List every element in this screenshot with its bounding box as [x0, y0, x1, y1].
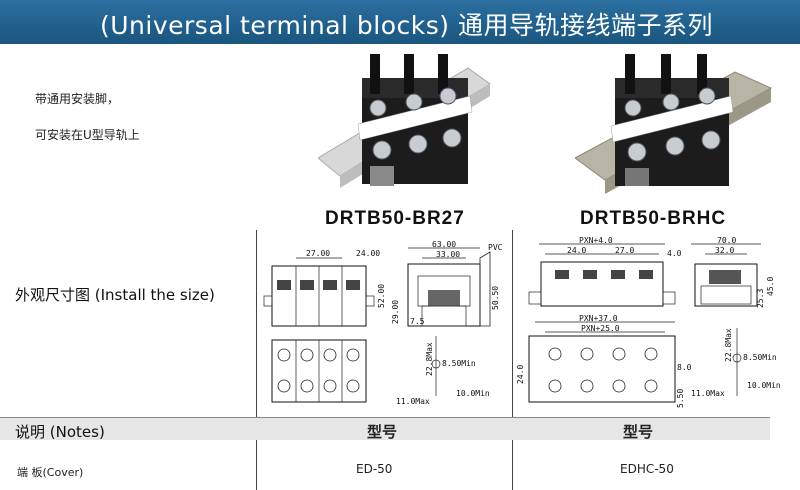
dim-bottom-min: 10.0Min — [456, 389, 490, 398]
model-title-brhc: DRTB50-BRHC — [580, 208, 727, 229]
feature-rail: 可安装在U型导轨上 — [35, 128, 140, 142]
label-pvc: PVC — [488, 243, 503, 252]
dim-hmax-r: 22.8Max — [724, 328, 733, 362]
model-title-br27: DRTB50-BR27 — [325, 208, 465, 229]
notes-row-label: 说明 (Notes) — [15, 423, 105, 441]
dim-small: 7.5 — [410, 317, 425, 326]
dim-width: 63.00 — [432, 240, 456, 249]
dim-45: 45.0 — [766, 277, 775, 296]
type-header-left: 型号 — [367, 423, 398, 441]
cover-row-label: 端 板(Cover) — [17, 466, 84, 479]
dim-h2: 29.00 — [391, 300, 400, 324]
notes-row-band — [0, 418, 770, 440]
dim-inner: 33.00 — [436, 250, 460, 259]
dim-70: 70.0 — [717, 236, 736, 245]
feature-mount-feet: 带通用安装脚， — [35, 92, 120, 106]
dim-550: 5.50 — [676, 389, 685, 408]
dim-bottom-max-r: 11.0Max — [691, 389, 725, 398]
dim-32: 32.0 — [715, 246, 734, 255]
dim-27: 27.0 — [615, 246, 634, 255]
header-banner: (Universal terminal blocks) 通用导轨接线端子系列 — [0, 0, 800, 44]
cover-value-brhc: EDHC-50 — [620, 462, 674, 476]
dim-pxn25: PXN+25.0 — [581, 324, 620, 333]
dim-24-side: 24.0 — [516, 365, 525, 384]
type-header-right: 型号 — [623, 423, 654, 441]
dim-pxn4: PXN+4.0 — [579, 236, 613, 245]
product-photo-brhc — [575, 54, 773, 194]
banner-title: (Universal terminal blocks) 通用导轨接线端子系列 — [100, 11, 713, 40]
dim-bottom-max: 11.0Max — [396, 397, 430, 406]
dim-hole-r: 8.50Min — [743, 353, 777, 362]
dim-hole-height: 22.8Max — [425, 342, 434, 376]
cover-value-br27: ED-50 — [356, 462, 393, 476]
row-divider — [0, 417, 770, 418]
dim-h1: 52.00 — [377, 284, 386, 308]
dim-bottom-min-r: 10.0Min — [747, 381, 781, 390]
dim-pxn37: PXN+37.0 — [579, 314, 618, 323]
dimension-drawing-brhc: PXN+4.0 24.0 27.0 4.0 70.0 32.0 45.0 25.… — [516, 236, 781, 408]
dim-hole: 8.50Min — [442, 359, 476, 368]
dim-pitch: 27.00 — [306, 249, 330, 258]
column-divider-right — [512, 230, 513, 490]
size-row-label: 外观尺寸图 (Install the size) — [15, 286, 215, 304]
dim-h3: 50.50 — [491, 286, 500, 310]
product-photo-br27 — [318, 54, 491, 188]
dimension-drawing-br27: 27.00 24.00 63.00 33.00 PVC 52.00 29.00 … — [263, 240, 503, 406]
dim-25: 25.3 — [756, 289, 765, 308]
dim-edge: 24.00 — [356, 249, 380, 258]
dim-24: 24.0 — [567, 246, 586, 255]
column-divider-left — [256, 230, 257, 490]
dim-4: 4.0 — [667, 249, 682, 258]
dim-8: 8.0 — [677, 363, 692, 372]
